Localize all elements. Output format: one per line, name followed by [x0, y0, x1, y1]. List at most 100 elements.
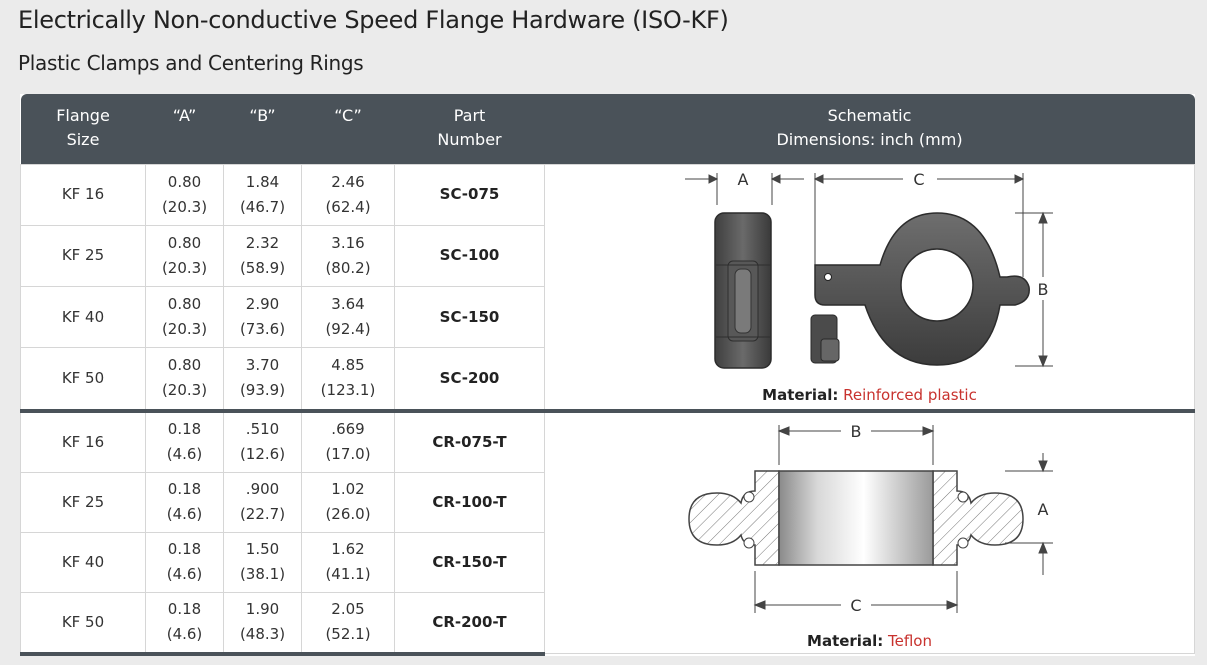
dim-c-cell: 2.05 (52.1) — [301, 591, 395, 656]
dim-a-cell: 0.80 (20.3) — [145, 347, 224, 411]
header-a: “A” — [145, 94, 224, 164]
ring-dim-a-arrows — [1005, 452, 1053, 575]
cell-value: (20.3) — [161, 381, 208, 400]
dim-b-arrows — [1015, 211, 1053, 367]
section-title: Plastic Clamps and Centering Rings — [18, 51, 364, 75]
table-row: KF 40 0.80(20.3) 2.90 (73.6) 3.64(92.4) S… — [20, 285, 1195, 349]
part-number-cell: SC-075 — [394, 163, 545, 226]
ring-schematic-drawing: B A — [688, 422, 1053, 615]
cell-value: .510 — [245, 420, 280, 438]
cell-value: 2.05 — [331, 600, 365, 618]
part-number-cell: SC-200 — [394, 347, 545, 411]
dim-a-cell: 0.18(4.6) — [145, 531, 224, 593]
dim-b-cell: 3.70(93.9) — [223, 347, 302, 411]
flange-size-cell: KF 40 — [20, 531, 146, 593]
cell-value: (46.7) — [239, 197, 286, 216]
header-part-number: Part Number — [394, 94, 545, 164]
table-row: KF 25 0.18(4.6) .900(22.7) 1.02(26.0) CR… — [20, 471, 1195, 533]
cell-value: (73.6) — [239, 320, 286, 339]
part-number-cell: CR-150-T — [394, 531, 545, 593]
clamps-section: KF 16 0.80 (20.3) 1.84(46.7) 2.46(62.4) S… — [20, 163, 1195, 411]
dim-c-cell: .669 (17.0) — [301, 408, 395, 473]
dim-c-cell: 3.64(92.4) — [301, 285, 395, 349]
cell-value: Size — [66, 130, 100, 149]
cell-value: 2.90 — [245, 295, 280, 314]
cell-value: .669 — [331, 420, 365, 438]
cell-value: (22.7) — [239, 505, 286, 523]
cell-value: 2.32 — [245, 233, 280, 252]
dim-c-cell: 4.85(123.1) — [301, 347, 395, 411]
clamp-material-value: Reinforced plastic — [843, 385, 977, 404]
table-row: KF 16 0.80 (20.3) 1.84(46.7) 2.46(62.4) S… — [20, 163, 1195, 411]
cell-value: .900 — [245, 480, 280, 498]
cell-value: (80.2) — [325, 258, 371, 277]
cell-value: 0.80 — [167, 233, 202, 252]
cell-value: 0.18 — [167, 480, 202, 498]
cell-value: “B” — [249, 106, 276, 125]
ring-material-label: Material: — [807, 631, 884, 650]
cell-value: (17.0) — [325, 445, 371, 463]
cell-value: 3.16 — [331, 233, 365, 252]
cell-value: “C” — [334, 106, 362, 125]
dim-c-cell: 1.62(41.1) — [301, 531, 395, 593]
page-title: Electrically Non-conductive Speed Flange… — [18, 6, 729, 34]
cell-value: 0.18 — [167, 420, 202, 438]
ring-material: Material: Teflon — [545, 629, 1194, 654]
dim-c-cell: 2.46(62.4) — [301, 163, 395, 226]
header-flange-size: Flange Size — [20, 94, 146, 164]
dim-b-cell: 1.90(48.3) — [223, 591, 302, 656]
cell-value: “A” — [172, 106, 197, 125]
table-header-row: Flange Size “A” “B” “C” Part Number Sche… — [20, 94, 1195, 164]
cell-value: (48.3) — [239, 625, 286, 643]
cell-value: (62.4) — [325, 197, 371, 216]
cell-value: Dimensions: inch (mm) — [776, 130, 963, 149]
table-row: KF 50 0.18(4.6) 1.90(48.3) 2.05 (52.1) CR… — [20, 591, 1195, 656]
clamp-material: Material: Reinforced plastic — [545, 383, 1194, 408]
cell-value: 1.62 — [331, 540, 365, 558]
dim-a-cell: 0.18(4.6) — [145, 471, 224, 533]
dim-c-label: C — [913, 170, 924, 189]
cell-value: (52.1) — [325, 625, 371, 643]
clamp-schematic-cell: A C — [544, 163, 1195, 411]
dim-a-cell: 0.18(4.6) — [145, 591, 224, 656]
cell-value: (20.3) — [161, 258, 208, 277]
cell-value: (26.0) — [325, 505, 371, 523]
flange-size-cell: KF 25 — [20, 224, 146, 287]
cell-value: (4.6) — [166, 445, 203, 463]
part-number-cell: SC-150 — [394, 285, 545, 349]
cell-value: 0.80 — [167, 356, 202, 375]
ring-dim-b-label: B — [851, 422, 862, 441]
ring-dim-a-label: A — [1038, 500, 1049, 519]
part-number-cell: CR-075-T — [394, 408, 545, 473]
clamp-material-label: Material: — [762, 385, 839, 404]
hardware-table-container: Flange Size “A” “B” “C” Part Number Sche… — [20, 94, 1195, 658]
cell-value: Number — [437, 130, 502, 149]
dim-b-cell: 1.84(46.7) — [223, 163, 302, 226]
cell-value: (58.9) — [239, 258, 286, 277]
table-row: KF 16 0.18(4.6) .510(12.6) .669(17.0) CR… — [20, 408, 1195, 654]
flange-size-cell: KF 40 — [20, 285, 146, 349]
dim-b-cell: .900 (22.7) — [223, 471, 302, 533]
header-schematic: Schematic Dimensions: inch (mm) — [544, 94, 1195, 164]
flange-size-cell: KF 50 — [20, 591, 146, 656]
cell-value: 0.80 — [167, 295, 202, 314]
cell-value: 3.64 — [331, 295, 365, 314]
hardware-table: Flange Size “A” “B” “C” Part Number Sche… — [20, 94, 1195, 656]
cell-value: 0.80 — [167, 172, 202, 191]
cell-value: (123.1) — [320, 381, 376, 400]
dim-b-cell: 1.50(38.1) — [223, 531, 302, 593]
rings-section: KF 16 0.18(4.6) .510(12.6) .669(17.0) CR… — [20, 408, 1195, 656]
dim-a-label: A — [738, 170, 749, 189]
clamp-side-view — [714, 211, 772, 369]
dim-a-cell: 0.80(20.3) — [145, 285, 224, 349]
dim-c-arrows — [813, 172, 1025, 277]
dim-a-cell: 0.18 (4.6) — [145, 408, 224, 473]
dim-a-arrows — [685, 172, 804, 205]
part-number-cell: CR-100-T — [394, 471, 545, 533]
header-c: “C” — [301, 94, 395, 164]
part-number-cell: CR-200-T — [394, 591, 545, 656]
cell-value: (12.6) — [239, 445, 286, 463]
flange-size-cell: KF 16 — [20, 163, 146, 226]
cell-value: 1.02 — [331, 480, 365, 498]
table-row: KF 40 0.18(4.6) 1.50(38.1) 1.62(41.1) CR… — [20, 531, 1195, 593]
